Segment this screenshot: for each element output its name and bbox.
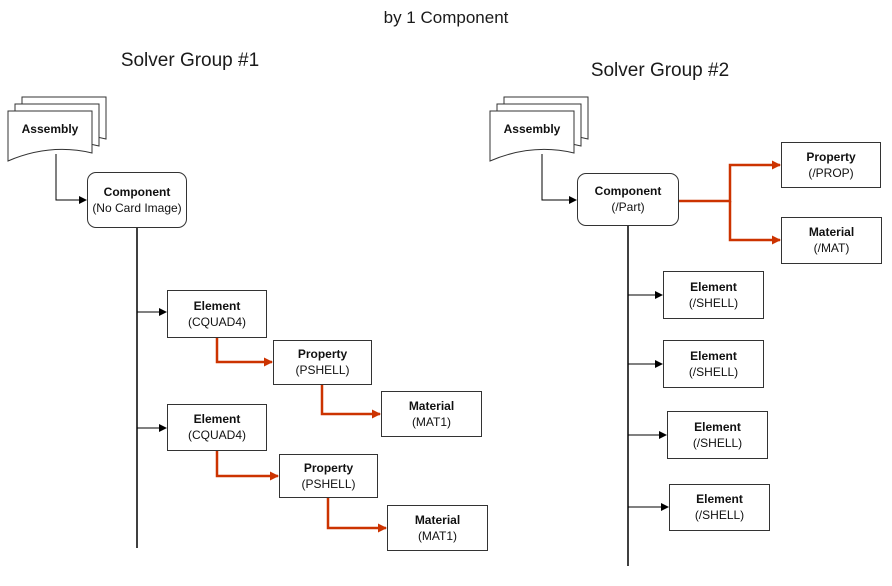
group2-component-node: Component (/Part): [577, 173, 679, 226]
node-card-image: (CQUAD4): [187, 428, 246, 442]
group2-assembly-to-component-arrow: [541, 154, 577, 204]
group2-property-node: Property (/PROP): [781, 142, 881, 188]
node-label: Material: [808, 225, 855, 239]
group1-connectors: [55, 154, 387, 548]
group1-property2-to-material-arrow: [326, 498, 387, 533]
group1-property1-to-material-arrow: [320, 385, 381, 419]
node-label: Element: [193, 412, 241, 426]
node-card-image: (PSHELL): [295, 363, 350, 377]
group2-assembly-shape: [489, 96, 589, 162]
group2-component-to-material-arrow: [728, 201, 781, 245]
node-label: Component: [103, 184, 171, 199]
node-label: Element: [690, 279, 737, 294]
node-label: Element: [694, 419, 741, 434]
group1-assembly-to-component-arrow: [55, 154, 87, 204]
group2-element1-node: Element (/SHELL): [663, 271, 764, 319]
node-card-image: (/PROP): [808, 165, 854, 180]
group1-material1-node: Material (MAT1): [381, 391, 482, 437]
node-label: Element: [690, 348, 737, 363]
group1-title: Solver Group #1: [120, 50, 260, 71]
node-label: Property: [297, 347, 348, 361]
node-label: Element: [696, 492, 743, 506]
group1-element1-node: Element (CQUAD4): [167, 290, 267, 338]
group1-component-node: Component (No Card Image): [87, 172, 187, 228]
node-label: Material: [408, 398, 455, 413]
group1-property2-node: Property (PSHELL): [279, 454, 378, 498]
group1-material2-node: Material (MAT1): [387, 505, 488, 551]
group2-element3-node: Element (/SHELL): [667, 411, 768, 459]
group2-assembly-label: Assembly: [503, 122, 561, 136]
group1-element1-to-property-arrow: [215, 338, 273, 367]
group1-assembly-label: Assembly: [21, 122, 79, 136]
group1-element2-to-property-arrow: [215, 451, 279, 481]
node-card-image: (No Card Image): [92, 200, 182, 215]
group2-component-to-property-arrow: [679, 160, 781, 203]
group1-property1-node: Property (PSHELL): [273, 340, 372, 385]
diagram-title: by 1 Component: [383, 8, 509, 27]
group2-element4-node: Element (/SHELL): [669, 484, 770, 531]
group2-material-node: Material (/MAT): [781, 217, 882, 264]
group1-assembly-shape: [7, 96, 107, 162]
node-card-image: (/MAT): [813, 241, 850, 255]
node-card-image: (PSHELL): [301, 476, 356, 491]
node-label: Property: [303, 460, 354, 475]
node-label: Material: [414, 512, 461, 527]
group2-connectors: [541, 154, 781, 566]
group2-title: Solver Group #2: [590, 60, 730, 81]
node-label: Property: [806, 149, 856, 164]
node-card-image: (/SHELL): [688, 364, 739, 379]
node-card-image: (/SHELL): [694, 508, 745, 522]
group1-element2-node: Element (CQUAD4): [167, 404, 267, 451]
group2-element2-node: Element (/SHELL): [663, 340, 764, 388]
node-label: Component: [594, 184, 662, 198]
node-card-image: (/Part): [611, 200, 645, 214]
node-card-image: (MAT1): [417, 528, 458, 543]
node-card-image: (MAT1): [411, 414, 452, 429]
node-card-image: (/SHELL): [688, 295, 739, 310]
node-card-image: (/SHELL): [692, 435, 743, 450]
node-label: Element: [193, 298, 241, 313]
node-card-image: (CQUAD4): [187, 314, 246, 329]
